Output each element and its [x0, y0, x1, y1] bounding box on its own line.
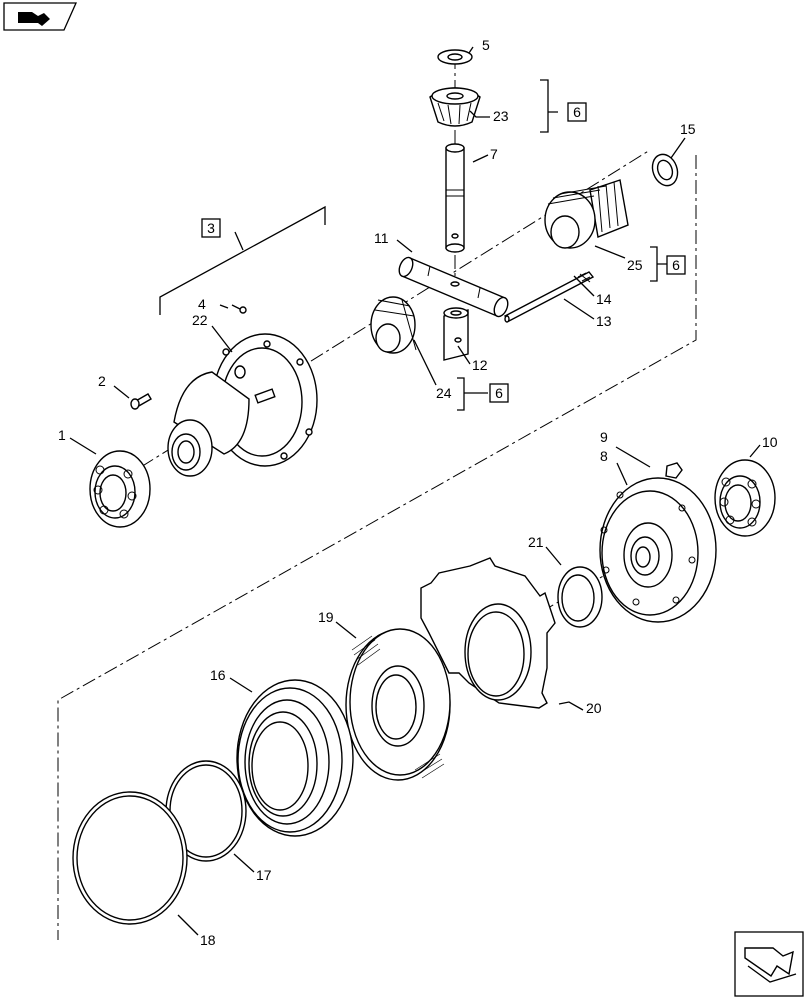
callout-17: 17: [256, 867, 272, 883]
part-8-cover: [599, 477, 717, 623]
part-15-ring: [651, 153, 679, 187]
ref-box-6-top-label: 6: [573, 104, 581, 120]
callout-2: 2: [98, 373, 106, 389]
assembly-boundary: [57, 155, 697, 940]
part-9-nut: [665, 462, 683, 479]
book-arrow-icon[interactable]: [3, 2, 78, 31]
part-16-piston: [236, 679, 354, 837]
callout-9: 9: [600, 429, 608, 445]
callout-14: 14: [596, 291, 612, 307]
friction-hatch-top: [351, 635, 381, 666]
friction-hatch-bottom: [414, 753, 445, 779]
part-10-bearing: [714, 459, 776, 537]
callout-labels: 5 23 7 15 11 25 14 13 12 24 4 22 2 1 9 8…: [58, 37, 778, 948]
callout-13: 13: [596, 313, 612, 329]
part-20-steel-plate: [420, 557, 556, 709]
callout-24: 24: [436, 385, 452, 401]
part-23-bevel-pinion: [429, 87, 481, 127]
callout-7: 7: [490, 146, 498, 162]
callout-4: 4: [198, 296, 206, 312]
part-22-diff-housing: [167, 333, 318, 477]
callout-23: 23: [493, 108, 509, 124]
part-19-friction-disc: [345, 628, 451, 781]
callout-1: 1: [58, 427, 66, 443]
leader-lines: [69, 46, 761, 936]
part-13-long-pin: [503, 271, 595, 323]
next-page-arrow-icon[interactable]: [734, 931, 804, 997]
ref-box-6-right-label: 6: [672, 257, 680, 273]
callout-22: 22: [192, 312, 208, 328]
ref-box-6-top[interactable]: 6: [567, 102, 587, 122]
callout-11: 11: [374, 230, 389, 246]
callout-12: 12: [472, 357, 488, 373]
part-11-cross-pin: [398, 256, 509, 318]
part-25-side-gear: [544, 179, 629, 249]
ref-box-3[interactable]: 3: [201, 218, 221, 238]
part-4-small-pin: [231, 304, 247, 314]
callout-20: 20: [586, 700, 602, 716]
callout-19: 19: [318, 609, 334, 625]
part-2-bolt: [130, 393, 152, 410]
ref-box-6-right[interactable]: 6: [666, 255, 686, 275]
part-5-washer: [437, 49, 473, 65]
part-17-o-ring: [165, 760, 247, 862]
callout-8: 8: [600, 448, 608, 464]
callout-25: 25: [627, 257, 643, 273]
ref-box-3-label: 3: [207, 220, 215, 236]
ref-box-6-mid[interactable]: 6: [489, 383, 509, 403]
callout-10: 10: [762, 434, 778, 450]
callout-5: 5: [482, 37, 490, 53]
part-18-o-ring: [72, 791, 188, 925]
part-1-bearing: [89, 450, 151, 528]
part-12-sleeve: [443, 307, 469, 361]
callout-21: 21: [528, 534, 544, 550]
callout-16: 16: [210, 667, 226, 683]
part-24-side-gear: [370, 296, 417, 354]
part-7-shaft: [445, 143, 465, 253]
callout-18: 18: [200, 932, 216, 948]
ref-box-6-mid-label: 6: [495, 385, 503, 401]
part-21-ring: [557, 566, 603, 628]
callout-15: 15: [680, 121, 696, 137]
